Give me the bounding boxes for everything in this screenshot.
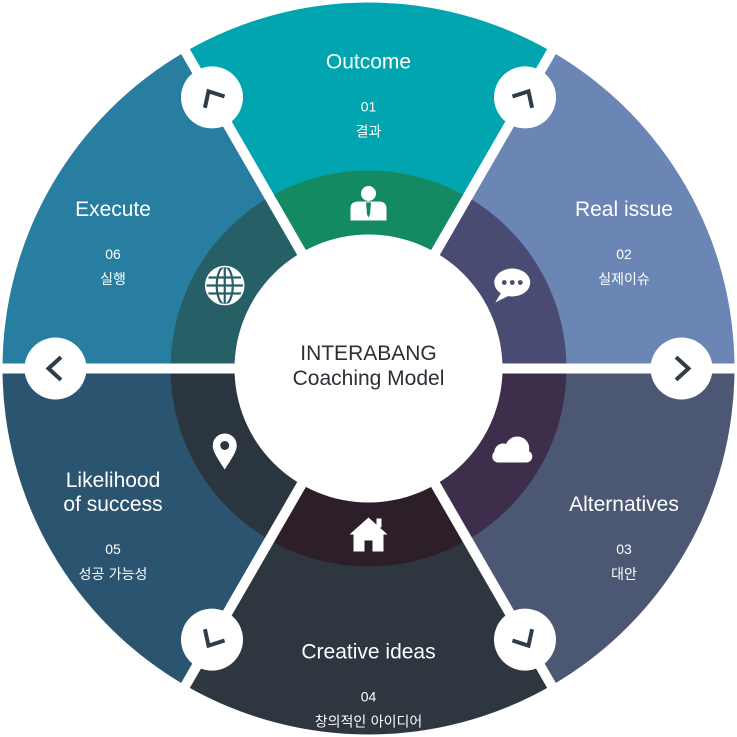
segment-title-05: of success — [63, 493, 162, 516]
segment-number-05: 05 — [105, 541, 121, 557]
segment-number-03: 03 — [616, 541, 632, 557]
flow-arrow-badge — [181, 608, 243, 671]
center-title-line2: Coaching Model — [293, 367, 445, 390]
segment-number-04: 04 — [361, 689, 377, 705]
flow-arrow-badge — [494, 66, 556, 129]
segment-korean-01: 결과 — [356, 125, 382, 141]
flow-arrow-badge — [24, 337, 87, 400]
cloud-icon — [492, 436, 533, 463]
segment-title-04: Creative ideas — [301, 641, 435, 664]
segment-title-06: Execute — [75, 198, 151, 221]
segment-korean-02: 실제이슈 — [598, 272, 650, 288]
segment-korean-05: 성공 가능성 — [79, 567, 148, 583]
segment-number-06: 06 — [105, 246, 121, 262]
globe-icon — [204, 265, 245, 306]
segment-number-02: 02 — [616, 246, 632, 262]
speech-bubble-icon — [494, 268, 531, 303]
chevron-icon — [511, 88, 535, 109]
segment-korean-06: 실행 — [100, 272, 126, 288]
center-circle — [234, 234, 503, 503]
segment-title-03: Alternatives — [569, 493, 679, 516]
segment-korean-04: 창의적인 아이디어 — [315, 715, 423, 731]
home-icon — [349, 517, 388, 552]
chevron-icon — [674, 355, 692, 382]
segment-number-01: 01 — [361, 99, 377, 115]
chevron-icon — [202, 628, 226, 649]
flow-arrow-badge — [650, 337, 713, 400]
segment-title-05: Likelihood — [66, 469, 161, 492]
segment-title-02: Real issue — [575, 198, 673, 221]
center-title-line1: INTERABANG — [300, 342, 437, 365]
flow-arrow-badge — [181, 66, 243, 129]
chevron-icon — [511, 628, 535, 649]
flow-arrow-badge — [494, 608, 556, 671]
chevron-icon — [202, 88, 226, 109]
segment-title-01: Outcome — [326, 51, 411, 74]
location-pin-icon — [212, 433, 237, 470]
segment-korean-03: 대안 — [611, 567, 637, 583]
person-icon — [350, 186, 387, 221]
chevron-icon — [45, 355, 63, 382]
